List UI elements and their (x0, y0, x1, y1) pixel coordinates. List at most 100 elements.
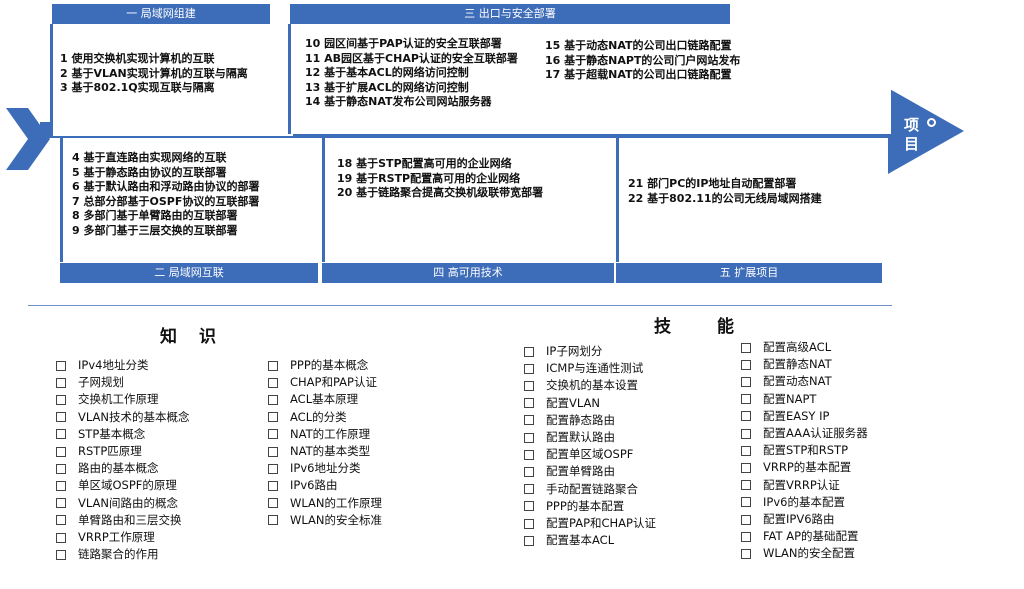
section-4-header: 四 高可用技术 (322, 263, 614, 283)
checkbox-icon (741, 497, 751, 508)
list-item: 5 基于静态路由协议的互联部署 (72, 165, 227, 179)
checklist-item: PPP的基本概念 (268, 357, 382, 374)
section-3-list-a: 10 园区间基于PAP认证的安全互联部署 11 AB园区基于CHAP认证的安全互… (305, 37, 518, 110)
checklist-item: 交换机工作原理 (56, 391, 190, 408)
checklist-item: WLAN的安全配置 (741, 545, 868, 562)
section-5-box (616, 138, 885, 262)
checkbox-icon (268, 412, 278, 423)
checkbox-icon (524, 501, 534, 512)
checklist-item: WLAN的工作原理 (268, 495, 382, 512)
checkbox-icon (741, 377, 751, 387)
checkbox-icon (56, 498, 66, 509)
checkbox-icon (56, 377, 66, 388)
checkbox-icon (268, 515, 278, 526)
checkbox-icon (741, 480, 751, 491)
checklist-item: 交换机的基本设置 (524, 377, 656, 394)
list-item: 22 基于802.11的公司无线局域网搭建 (628, 191, 822, 205)
checkbox-icon (56, 395, 66, 405)
checklist-item: IP子网划分 (524, 343, 656, 360)
list-item: 16 基于静态NAPT的公司门户网站发布 (545, 53, 741, 67)
section-4-box (322, 138, 617, 262)
section-2-header: 二 局域网互联 (60, 263, 318, 283)
list-item: 10 园区间基于PAP认证的安全互联部署 (305, 37, 502, 50)
checklist-item: NAT的基本类型 (268, 443, 382, 460)
checklist-item: 子网规划 (56, 374, 190, 391)
checkbox-icon (56, 481, 66, 492)
skills-list-1: IP子网划分 ICMP与连通性测试 交换机的基本设置 配置VLAN 配置静态路由… (524, 343, 656, 549)
list-item: 12 基于基本ACL的网络访问控制 (305, 66, 469, 79)
knowledge-list-1: IPv4地址分类 子网规划 交换机工作原理 VLAN技术的基本概念 STP基本概… (56, 357, 190, 563)
checklist-item: 单臂路由和三层交换 (56, 512, 190, 529)
knowledge-list-2: PPP的基本概念 CHAP和PAP认证 ACL基本原理 ACL的分类 NAT的工… (268, 357, 382, 529)
section-4-list: 18 基于STP配置高可用的企业网络 19 基于RSTP配置高可用的企业网络 2… (337, 157, 543, 201)
section-3-list-b: 15 基于动态NAT的公司出口链路配置 16 基于静态NAPT的公司门户网站发布… (545, 39, 740, 83)
list-item: 19 基于RSTP配置高可用的企业网络 (337, 171, 521, 185)
checkbox-icon (741, 445, 751, 456)
checklist-item: STP基本概念 (56, 426, 190, 443)
checklist-item: 配置静态NAT (741, 356, 868, 373)
divider (28, 305, 892, 306)
checkbox-icon (56, 515, 66, 526)
checkbox-icon (741, 463, 751, 474)
checkbox-icon (268, 395, 278, 405)
checkbox-icon (524, 518, 534, 529)
checkbox-icon (524, 449, 534, 460)
checklist-item: RSTP匹原理 (56, 443, 190, 460)
checklist-item: 配置IPV6路由 (741, 511, 868, 528)
checkbox-icon (741, 531, 751, 542)
checklist-item: 单区域OSPF的原理 (56, 477, 190, 494)
checklist-item: FAT AP的基础配置 (741, 528, 868, 545)
skills-title: 技能 (654, 317, 780, 337)
arrow-circle-icon (927, 118, 936, 127)
checkbox-icon (56, 429, 66, 440)
checklist-item: IPv4地址分类 (56, 357, 190, 374)
checkbox-icon (524, 535, 534, 546)
checkbox-icon (524, 398, 534, 409)
checkbox-icon (268, 446, 278, 457)
list-item: 11 AB园区基于CHAP认证的安全互联部署 (305, 51, 518, 65)
checkbox-icon (524, 467, 534, 478)
checklist-item: ACL的分类 (268, 409, 382, 426)
checkbox-icon (56, 360, 66, 371)
checkbox-icon (741, 359, 751, 370)
section-5-list: 21 部门PC的IP地址自动配置部署 22 基于802.11的公司无线局域网搭建 (628, 177, 822, 206)
checkbox-icon (741, 394, 751, 405)
checklist-item: 配置高级ACL (741, 339, 868, 356)
checkbox-icon (268, 498, 278, 509)
project-arrow-label: 项目 (904, 116, 920, 153)
checklist-item: 手动配置链路聚合 (524, 481, 656, 498)
checklist-item: IPv6路由 (268, 477, 382, 494)
checklist-item: VLAN技术的基本概念 (56, 409, 190, 426)
checkbox-icon (524, 432, 534, 443)
checkbox-icon (524, 346, 534, 357)
checklist-item: 配置EASY IP (741, 408, 868, 425)
checkbox-icon (741, 428, 751, 439)
checklist-item: IPv6的基本配置 (741, 494, 868, 511)
checklist-item: VRRP工作原理 (56, 529, 190, 546)
checkbox-icon (524, 381, 534, 391)
list-item: 6 基于默认路由和浮动路由协议的部署 (72, 180, 260, 193)
checklist-item: IPv6地址分类 (268, 460, 382, 477)
checklist-item: 配置动态NAT (741, 373, 868, 390)
list-item: 20 基于链路聚合提高交换机级联带宽部署 (337, 186, 544, 199)
section-1-box (50, 24, 293, 136)
checkbox-icon (524, 484, 534, 495)
list-item: 21 部门PC的IP地址自动配置部署 (628, 177, 797, 190)
checklist-item: 配置PAP和CHAP认证 (524, 515, 656, 532)
list-item: 15 基于动态NAT的公司出口链路配置 (545, 39, 732, 52)
checklist-item: VLAN间路由的概念 (56, 495, 190, 512)
checklist-item: 配置单区域OSPF (524, 446, 656, 463)
checklist-item: 路由的基本概念 (56, 460, 190, 477)
section-5-header: 五 扩展项目 (616, 263, 882, 283)
checklist-item: 链路聚合的作用 (56, 546, 190, 563)
checkbox-icon (268, 463, 278, 474)
list-item: 1 使用交换机实现计算机的互联 (60, 52, 215, 65)
checkbox-icon (56, 549, 66, 560)
list-item: 8 多部门基于单臂路由的互联部署 (72, 209, 238, 222)
checkbox-icon (268, 429, 278, 440)
checkbox-icon (524, 415, 534, 426)
checklist-item: PPP的基本配置 (524, 498, 656, 515)
checklist-item: 配置NAPT (741, 391, 868, 408)
checklist-item: ACL基本原理 (268, 391, 382, 408)
checkbox-icon (56, 532, 66, 543)
